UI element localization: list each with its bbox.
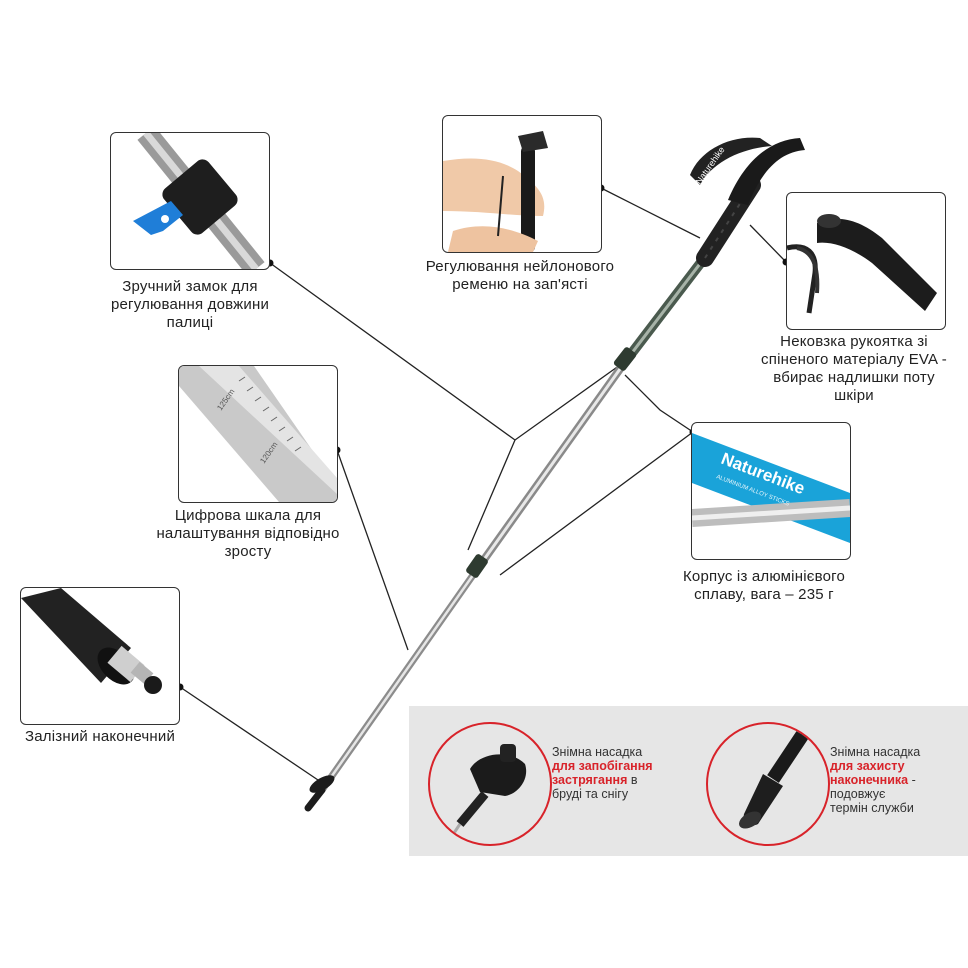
- tip-caption: Залізний наконечний: [24, 728, 176, 745]
- mud-basket-illustration: [450, 744, 527, 837]
- strap-illustration: [443, 131, 548, 252]
- scale-photo: 125cm 120cm: [178, 365, 338, 503]
- body-photo: Naturehike ALUMINIUM ALLOY STICKS: [691, 422, 851, 560]
- body-illustration: Naturehike ALUMINIUM ALLOY STICKS: [692, 433, 850, 543]
- strap-photo: [442, 115, 602, 253]
- trekking-pole: Naturehike: [304, 137, 805, 812]
- grip-photo: [786, 192, 946, 330]
- grip-caption: Нековзка рукоятка зі спіненого матеріалу…: [761, 333, 947, 404]
- connector-strap: [600, 187, 701, 239]
- connector-body: [624, 374, 694, 433]
- tip-protector-note: Знімна насадка для захисту наконечника -…: [830, 745, 921, 815]
- strap-caption: Регулювання нейлонового ременю на зап'яс…: [425, 258, 615, 293]
- mud-basket-photo: [428, 722, 552, 846]
- tip-protector-photo: [706, 722, 830, 846]
- lock-photo: [110, 132, 270, 270]
- grip-illustration: [787, 214, 937, 314]
- lock-illustration: [133, 133, 265, 269]
- scale-caption: Цифрова шкала для налаштування відповідн…: [156, 507, 340, 560]
- connector-lock-2: [467, 439, 516, 551]
- tip-photo: [20, 587, 180, 725]
- connector-scale: [336, 449, 409, 651]
- scale-illustration: 125cm 120cm: [179, 366, 337, 502]
- connector-grip: [749, 224, 787, 263]
- lock-caption: Зручний замок для регулювання довжини па…: [110, 278, 270, 331]
- body-caption: Корпус із алюмінієвого сплаву, вага – 23…: [682, 568, 846, 603]
- connector-tip: [179, 686, 319, 781]
- connector-body-2: [499, 431, 694, 576]
- tip-protector-illustration: [739, 730, 809, 829]
- tip-illustration: [21, 588, 162, 694]
- connector-lines: [179, 187, 787, 781]
- mud-basket-note: Знімна насадка для запобігання застряган…: [552, 745, 653, 801]
